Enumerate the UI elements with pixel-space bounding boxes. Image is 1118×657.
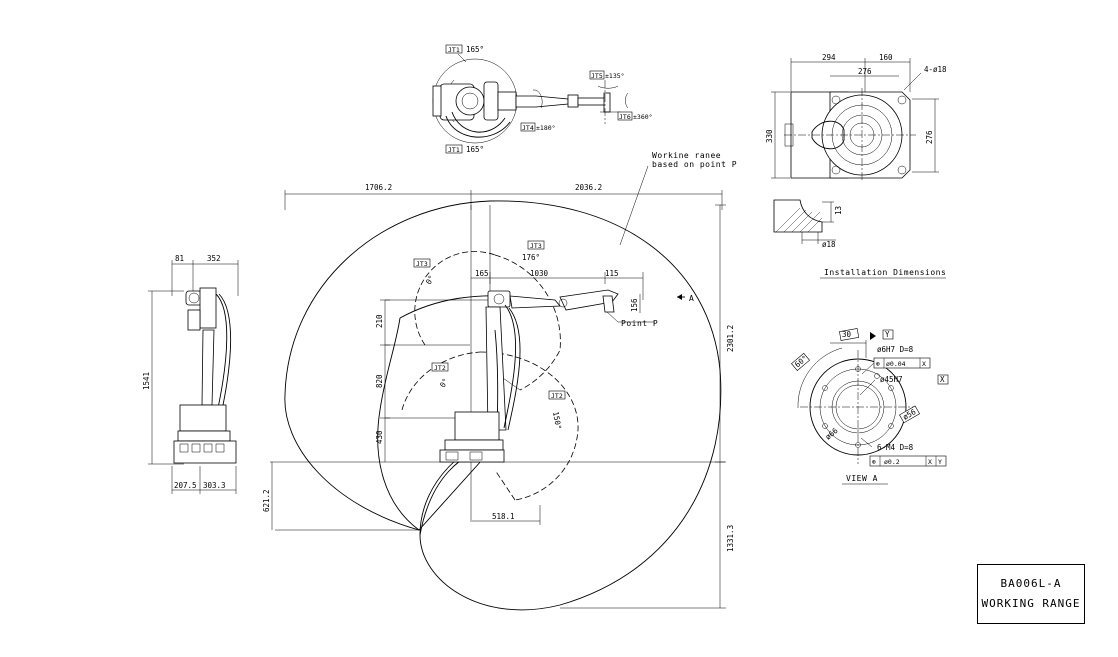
va-tol-2-datum-x: X <box>928 458 932 466</box>
va-dim-thread: 6-M4 D=8 <box>877 443 914 452</box>
jt1-angle-bottom: 165° <box>466 145 484 154</box>
installation-caption: Installation Dimensions <box>824 268 946 277</box>
robot-top-body <box>432 81 517 138</box>
jt4-label: JT4 ±180° <box>520 122 556 132</box>
jt2-angle-b: 150° <box>551 411 563 430</box>
inst-dim-276-top: 276 <box>858 67 872 76</box>
jt2-tag-a: JT2 <box>434 364 446 372</box>
dim-115: 115 <box>605 269 619 278</box>
top-view: JT1 165° JT1 165° JT5 ±135° JT4 ±180° JT… <box>432 44 653 154</box>
side-dim-207: 207.5 <box>174 481 197 490</box>
dim-165: 165 <box>475 269 489 278</box>
dim-2036: 2036.2 <box>575 183 602 192</box>
inst-dim-160: 160 <box>879 53 893 62</box>
dim-621: 621.2 <box>262 489 271 512</box>
dim-210: 210 <box>375 314 384 328</box>
side-robot-body <box>173 287 237 464</box>
va-tol-1-datum: X <box>922 360 926 368</box>
va-dim-pin: ø6H7 D=8 <box>877 345 914 354</box>
jt5-label: JT5 ±135° <box>589 70 625 80</box>
svg-text:⊕: ⊕ <box>876 360 880 368</box>
model-number: BA006L-A <box>1000 577 1062 590</box>
jt2-arc-b <box>479 351 579 501</box>
jt1-angle-top: 165° <box>466 45 484 54</box>
jt3-label-b: JT3 176° <box>522 240 545 262</box>
jt3-label-a: JT3 0° <box>413 258 436 286</box>
working-range-note-2: based on point P <box>652 160 737 169</box>
jt4-rotation-arrow <box>532 89 543 109</box>
view-a-caption: VIEW A <box>846 474 878 483</box>
drawing-caption: WORKING RANGE <box>981 597 1081 610</box>
jt2-tag-b: JT2 <box>551 392 563 400</box>
dim-2301: 2301.2 <box>726 325 735 352</box>
dim-430: 430 <box>375 430 384 444</box>
installation-view: 294 160 276 4-ø18 330 276 <box>765 53 947 279</box>
inst-dim-294: 294 <box>822 53 836 62</box>
side-dim-303: 303.3 <box>203 481 226 490</box>
jt3-arc-b <box>494 254 561 391</box>
tool-arm-top <box>515 92 620 113</box>
va-tol-1: ø0.04 <box>886 360 906 368</box>
jt3-tag-a: JT3 <box>416 260 428 268</box>
va-dim-bore: ø45H7 <box>880 375 903 384</box>
jt5-range: ±135° <box>605 72 625 80</box>
jt5-tag: JT5 <box>591 72 603 80</box>
side-view: 81 352 1541 207.5 303.3 <box>142 254 239 494</box>
jt1-tag-bottom: JT1 <box>448 146 460 154</box>
inst-dim-330: 330 <box>765 129 774 143</box>
inst-dim-13: 13 <box>834 206 843 215</box>
point-p-label: Point P <box>621 319 658 328</box>
view-a-arrow-label: A <box>689 294 694 303</box>
jt5-rotation-arrow <box>597 85 619 89</box>
robot-main-body <box>439 289 619 463</box>
va-datum-x: X <box>940 375 945 384</box>
bolt-section: 13 ø18 <box>773 199 843 249</box>
va-tol-2-datum-y: Y <box>938 458 942 466</box>
jt6-label: JT6 ±360° <box>617 111 653 121</box>
dim-1030: 1030 <box>530 269 549 278</box>
inner-envelope-left <box>377 317 420 531</box>
va-datum-y: Y <box>885 330 890 339</box>
inst-dim-hole: 4-ø18 <box>924 65 947 74</box>
va-dim-30: 30 <box>842 330 852 339</box>
dim-1706: 1706.2 <box>365 183 392 192</box>
jt2-arc-a <box>401 351 481 411</box>
dim-156: 156 <box>630 298 639 312</box>
jt6-rotation-arrow <box>625 92 629 109</box>
jt2-label-b: JT2 150° <box>548 390 566 430</box>
va-tol-2: ø0.2 <box>884 458 900 466</box>
dim-518: 518.1 <box>492 512 515 521</box>
jt3-angle-a: 0° <box>424 274 436 286</box>
side-dim-1541: 1541 <box>142 372 151 390</box>
jt6-range: ±360° <box>633 113 653 121</box>
jt3-arc-a <box>414 251 496 346</box>
jt3-angle-b: 176° <box>522 253 540 262</box>
jt2-label-a: JT2 0° <box>431 362 450 389</box>
view-a: 30 Y ø6H7 D=8 ⊕ ø0.04 X ø45H7 X 60° ø56 … <box>791 328 949 485</box>
jt3-tag-b: JT3 <box>530 242 542 250</box>
jt4-tag: JT4 <box>522 124 534 132</box>
dim-1331: 1331.3 <box>726 525 735 552</box>
inst-dim-276-side: 276 <box>925 130 934 144</box>
inst-dim-phi18: ø18 <box>822 240 836 249</box>
working-range-note-1: Workine ranee <box>652 151 721 160</box>
main-view: 1706.2 2036.2 165 1030 115 156 210 820 4… <box>262 151 737 611</box>
jt1-top-label: JT1 165° <box>445 44 484 63</box>
dim-820: 820 <box>375 374 384 388</box>
working-range-envelope <box>284 200 722 611</box>
jt6-tag: JT6 <box>619 113 631 121</box>
title-block: BA006L-A WORKING RANGE <box>977 564 1085 624</box>
jt1-bottom-label: JT1 165° <box>445 144 484 154</box>
jt1-tag-top: JT1 <box>448 46 460 54</box>
jt4-range: ±180° <box>536 124 556 132</box>
base-plate <box>784 88 916 182</box>
jt2-angle-a: 0° <box>438 377 450 389</box>
svg-text:⊕: ⊕ <box>872 458 876 466</box>
side-dim-81: 81 <box>175 254 184 263</box>
side-dim-352: 352 <box>207 254 221 263</box>
